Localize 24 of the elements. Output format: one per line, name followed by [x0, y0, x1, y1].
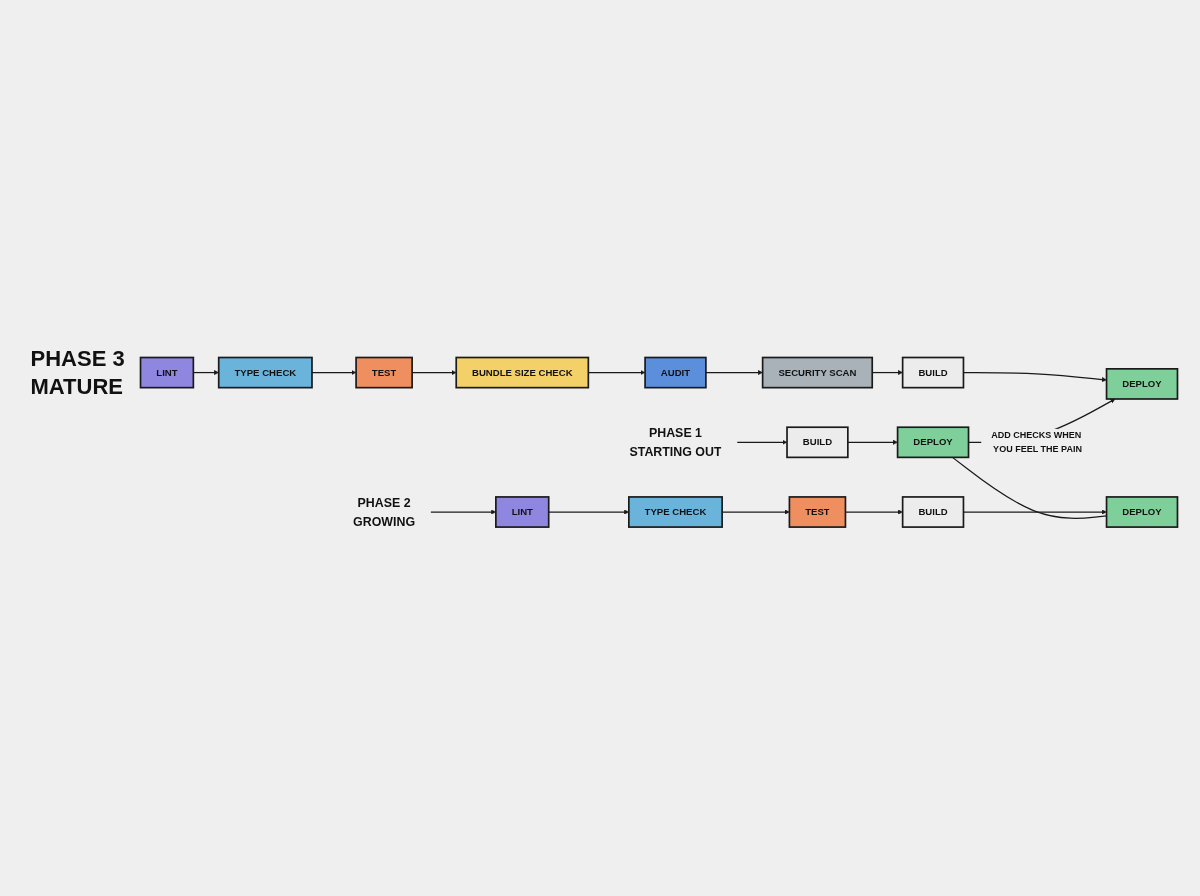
node-box: TEST	[788, 496, 847, 528]
node-box: LINT	[139, 356, 195, 389]
node-text: PHASE 2 GROWING	[353, 495, 416, 529]
arrow	[705, 370, 763, 376]
node-box: DEPLOY	[896, 426, 970, 459]
node-box: TEST	[355, 356, 413, 389]
node-box: TYPE CHECK	[628, 496, 723, 528]
node-box: BUILD	[901, 496, 965, 528]
node-box: DEPLOY	[1105, 368, 1179, 400]
node-box: BUNDLE SIZE CHECK	[455, 356, 590, 389]
node-box: LINT	[495, 496, 550, 528]
node-box: BUILD	[786, 426, 849, 459]
arrow	[311, 370, 357, 376]
heading-label: PHASE 3	[30, 345, 125, 373]
edge-label: ADD CHECKS WHEN YOU FEEL THE PAIN	[991, 430, 1082, 454]
heading-label: MATURE	[30, 372, 123, 401]
arrow	[736, 439, 788, 445]
node-box: TYPE CHECK	[217, 356, 313, 389]
node-box: BUILD	[901, 356, 965, 389]
arrow	[847, 439, 898, 445]
node-box: AUDIT	[644, 356, 707, 389]
node-text: PHASE 1 STARTING OUT	[629, 425, 722, 459]
node-box: DEPLOY	[1105, 496, 1179, 528]
node-box: SECURITY SCAN	[761, 356, 874, 389]
